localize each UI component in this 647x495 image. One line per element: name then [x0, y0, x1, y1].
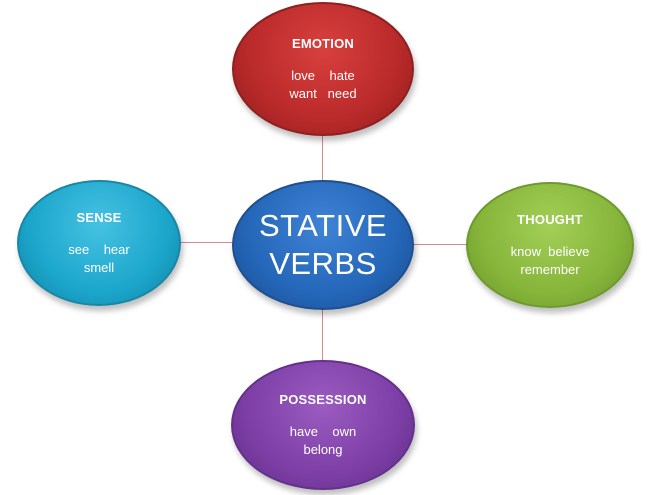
- node-thought-words: know believe remember: [510, 243, 590, 277]
- node-sense-words: see hear smell: [68, 241, 130, 275]
- node-emotion: EMOTION love hate want need: [232, 2, 414, 136]
- node-thought: THOUGHT know believe remember: [466, 182, 634, 308]
- connector-top: [322, 134, 323, 182]
- node-emotion-title: EMOTION: [291, 35, 355, 51]
- node-sense-title: SENSE: [76, 209, 122, 225]
- connector-left: [180, 242, 234, 243]
- node-sense: SENSE see hear smell: [17, 180, 181, 306]
- node-possession-words: have own belong: [289, 423, 357, 457]
- node-thought-title: THOUGHT: [517, 211, 583, 227]
- center-title: STATIVE VERBS: [258, 208, 388, 281]
- connector-right: [412, 244, 468, 245]
- node-possession: POSSESSION have own belong: [231, 360, 415, 490]
- node-emotion-words: love hate want need: [289, 67, 357, 101]
- center-node: STATIVE VERBS: [232, 180, 414, 310]
- node-possession-title: POSSESSION: [279, 391, 367, 407]
- connector-bottom: [322, 308, 323, 362]
